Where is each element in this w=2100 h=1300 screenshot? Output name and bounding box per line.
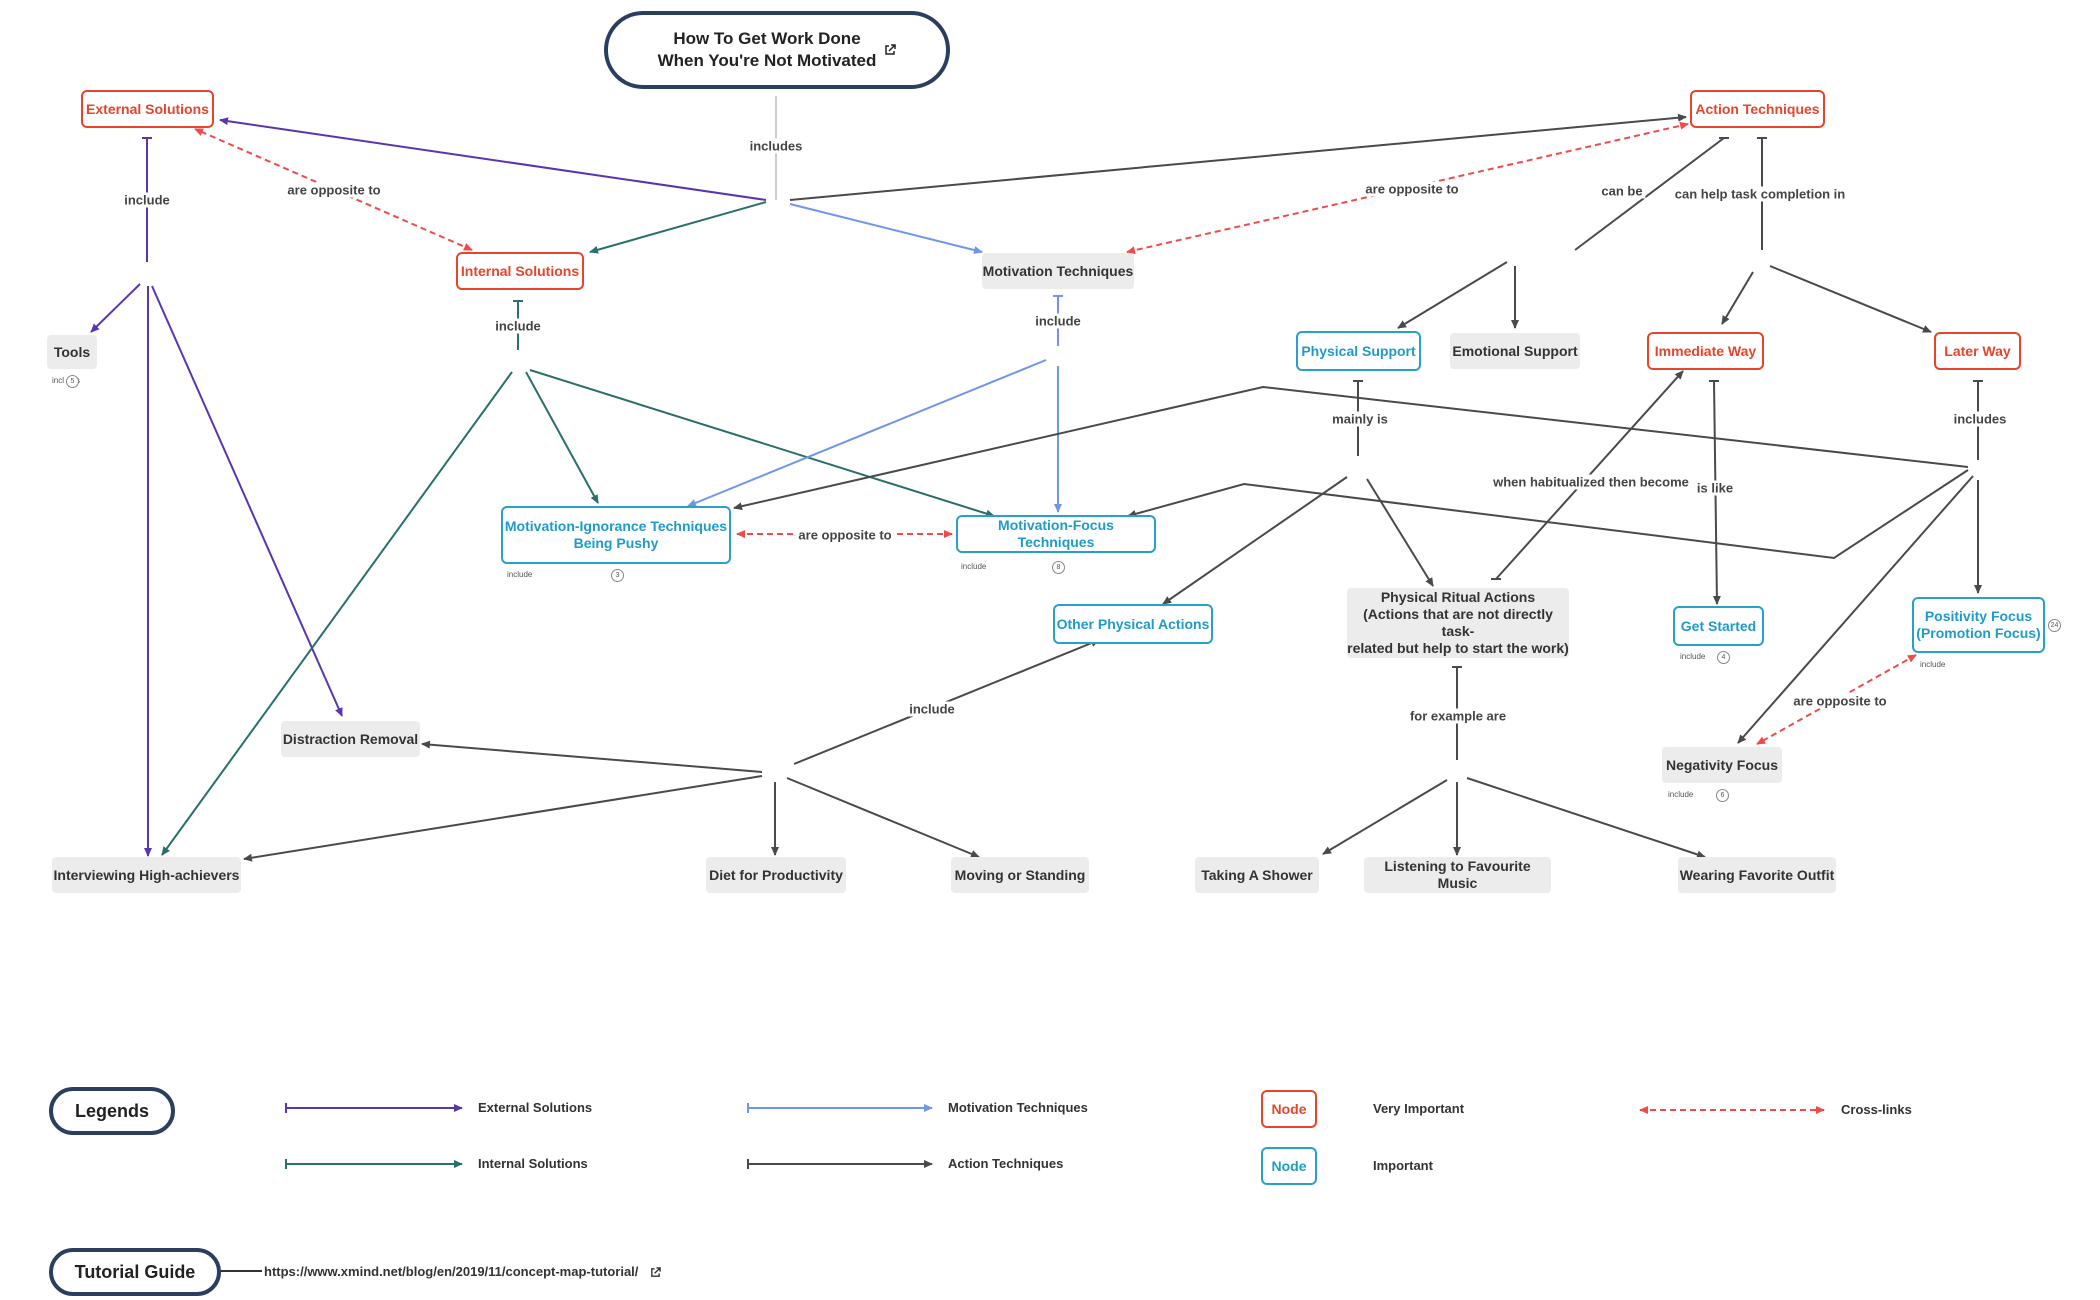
collapsed-label-focus: include <box>961 562 987 571</box>
node-label: Taking A Shower <box>1201 866 1313 883</box>
node-label: Immediate Way <box>1654 342 1757 359</box>
collapsed-label-get-started: include <box>1680 652 1706 661</box>
node-label: Distraction Removal <box>282 730 419 747</box>
tutorial-guide-title: Tutorial Guide <box>49 1248 221 1296</box>
node-taking-a-shower[interactable]: Taking A Shower <box>1195 857 1319 893</box>
node-other-physical-actions[interactable]: Other Physical Actions <box>1053 604 1213 644</box>
node-label: Other Physical Actions <box>1056 615 1210 632</box>
label-opposite-positivity-negativity: are opposite to <box>1790 693 1890 709</box>
label-when-habitualized: when habitualized then become <box>1490 474 1692 490</box>
node-label: Motivation-Focus Techniques <box>998 517 1114 550</box>
node-moving-or-standing[interactable]: Moving or Standing <box>951 857 1089 893</box>
legend-title: Legends <box>49 1087 175 1135</box>
label-for-example: for example are <box>1406 708 1510 724</box>
label-is-like: is like <box>1693 480 1737 496</box>
node-label: Emotional Support <box>1452 342 1578 359</box>
label-can-help: can help task completion in <box>1671 186 1849 202</box>
legend-external-solutions: External Solutions <box>478 1100 593 1115</box>
node-label: Negativity Focus <box>1665 756 1779 773</box>
label-mainly-is: mainly is <box>1329 411 1391 427</box>
collapsed-label-positivity: include <box>1920 660 1946 669</box>
node-label: Interviewing High-achievers <box>53 866 240 883</box>
tutorial-url-link[interactable]: https://www.xmind.net/blog/en/2019/11/co… <box>264 1264 661 1279</box>
legend-cross-links: Cross-links <box>1841 1102 1912 1117</box>
node-label: Tools <box>53 343 91 360</box>
node-physical-support[interactable]: Physical Support <box>1296 331 1421 371</box>
label-include-other: include <box>906 701 958 717</box>
external-link-icon[interactable] <box>884 44 897 56</box>
node-label: Get Started <box>1680 617 1757 634</box>
legend-motivation-techniques: Motivation Techniques <box>948 1100 1088 1115</box>
collapsed-badge-positivity[interactable]: 24 <box>2048 619 2061 632</box>
node-label: Action Techniques <box>1695 100 1820 117</box>
node-tools[interactable]: Tools <box>47 335 97 369</box>
node-label: Listening to Favourite Music <box>1384 858 1531 891</box>
main-topic[interactable]: How To Get Work Done When You're Not Mot… <box>604 11 950 89</box>
node-external-solutions[interactable]: External Solutions <box>81 90 214 128</box>
node-diet-for-productivity[interactable]: Diet for Productivity <box>706 857 846 893</box>
node-interviewing-high-achievers[interactable]: Interviewing High-achievers <box>52 857 241 893</box>
legend-action-techniques: Action Techniques <box>948 1156 1064 1171</box>
tutorial-url-text: https://www.xmind.net/blog/en/2019/11/co… <box>264 1264 639 1279</box>
node-label: Physical Ritual Actions (Actions that ar… <box>1347 589 1569 656</box>
node-get-started[interactable]: Get Started <box>1673 606 1764 646</box>
node-motivation-ignorance[interactable]: Motivation-Ignorance Techniques Being Pu… <box>501 506 731 564</box>
node-action-techniques[interactable]: Action Techniques <box>1690 90 1825 128</box>
legend-node-very-important: Node <box>1261 1090 1317 1128</box>
node-motivation-focus[interactable]: Motivation-Focus Techniques <box>956 515 1156 553</box>
node-negativity-focus[interactable]: Negativity Focus <box>1662 747 1782 783</box>
node-label: Positivity Focus (Promotion Focus) <box>1916 608 2041 641</box>
label-can-be: can be <box>1598 183 1646 199</box>
node-physical-ritual-actions[interactable]: Physical Ritual Actions (Actions that ar… <box>1347 588 1569 658</box>
label-opposite-ignorance-focus: are opposite to <box>795 527 895 543</box>
label-opposite-external-internal: are opposite to <box>284 182 384 198</box>
node-emotional-support[interactable]: Emotional Support <box>1450 333 1580 369</box>
node-motivation-techniques[interactable]: Motivation Techniques <box>982 253 1134 289</box>
label-opposite-action-motivation: are opposite to <box>1362 181 1462 197</box>
collapsed-badge-ignorance[interactable]: 3 <box>611 569 624 582</box>
collapsed-badge-negativity[interactable]: 6 <box>1716 789 1729 802</box>
legend-internal-solutions: Internal Solutions <box>478 1156 588 1171</box>
node-later-way[interactable]: Later Way <box>1934 332 2021 370</box>
collapsed-label-negativity: include <box>1668 790 1694 799</box>
legend-very-important: Very Important <box>1373 1101 1465 1116</box>
external-link-icon[interactable] <box>650 1267 661 1278</box>
label-includes: includes <box>746 138 806 154</box>
node-label: Moving or Standing <box>954 866 1086 883</box>
node-label: Wearing Favorite Outfit <box>1679 866 1835 883</box>
main-topic-text: How To Get Work Done When You're Not Mot… <box>657 29 877 70</box>
node-wearing-favorite-outfit[interactable]: Wearing Favorite Outfit <box>1678 857 1836 893</box>
legend-important: Important <box>1373 1158 1433 1173</box>
node-label: Motivation Techniques <box>982 262 1134 279</box>
collapsed-badge-focus[interactable]: 8 <box>1052 561 1065 574</box>
node-immediate-way[interactable]: Immediate Way <box>1647 332 1764 370</box>
node-distraction-removal[interactable]: Distraction Removal <box>281 721 420 757</box>
node-label: Diet for Productivity <box>709 866 843 883</box>
collapsed-label-ignorance: include <box>507 570 533 579</box>
node-label: Internal Solutions <box>460 262 580 279</box>
label-include-motivation: include <box>1032 313 1084 329</box>
label-includes-later: includes <box>1950 411 2010 427</box>
node-positivity-focus[interactable]: Positivity Focus (Promotion Focus) <box>1912 597 2045 653</box>
legend-node-important: Node <box>1261 1147 1317 1185</box>
node-label: Physical Support <box>1301 342 1416 359</box>
node-listening-to-music[interactable]: Listening to Favourite Music <box>1364 857 1551 893</box>
collapsed-badge-get-started[interactable]: 4 <box>1717 651 1730 664</box>
node-label: External Solutions <box>86 100 209 117</box>
node-internal-solutions[interactable]: Internal Solutions <box>456 252 584 290</box>
node-label: Motivation-Ignorance Techniques Being Pu… <box>504 518 728 551</box>
label-include-external: include <box>121 192 173 208</box>
label-include-internal: include <box>492 318 544 334</box>
node-label: Later Way <box>1944 342 2011 359</box>
collapsed-badge-tools[interactable]: 5 <box>66 375 79 388</box>
